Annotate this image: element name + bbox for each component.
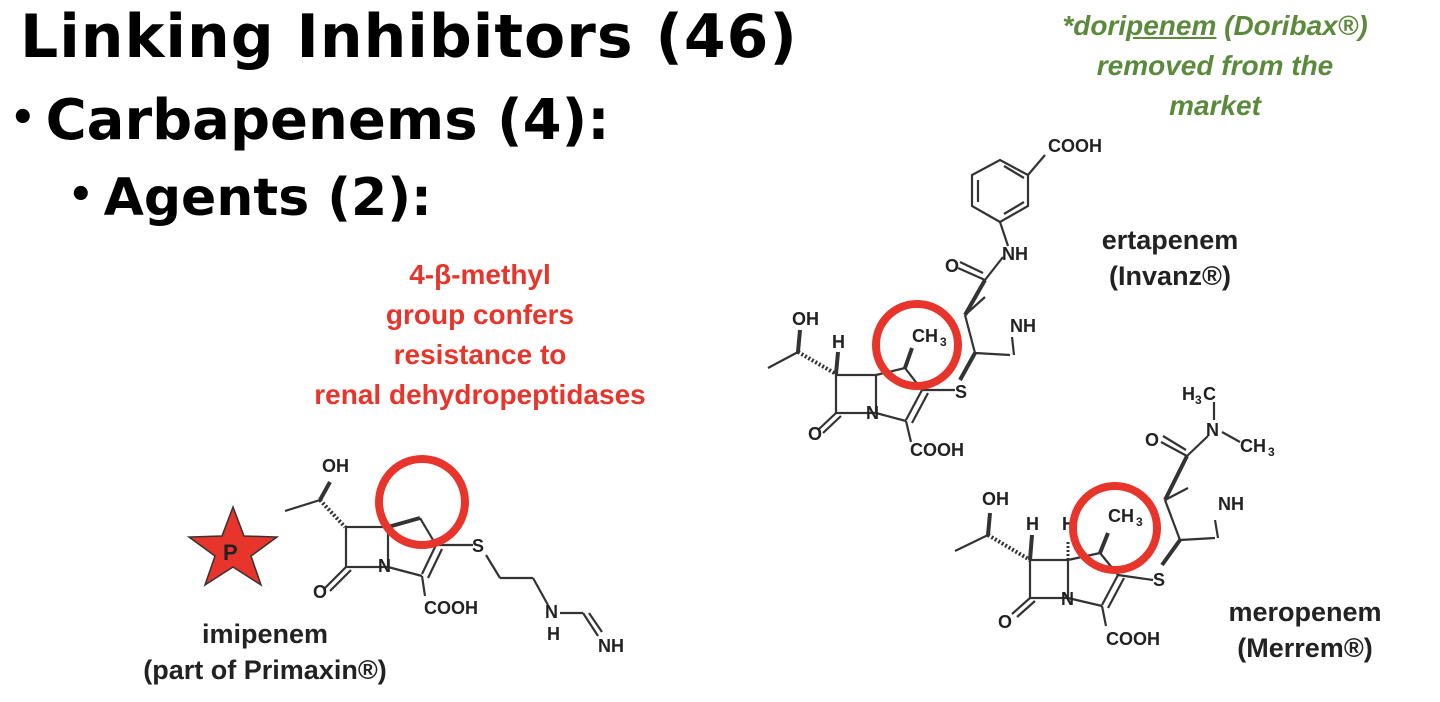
ertapenem-highlight-circle [872, 300, 962, 390]
svg-text:3: 3 [1195, 393, 1202, 407]
svg-text:O: O [808, 424, 822, 444]
svg-text:CH: CH [1108, 506, 1134, 526]
svg-text:CH: CH [912, 326, 938, 346]
svg-text:O: O [1145, 430, 1159, 450]
svg-text:S: S [472, 536, 484, 556]
svg-text:S: S [955, 382, 967, 402]
svg-text:S: S [1153, 570, 1165, 590]
svg-text:H: H [1182, 384, 1195, 404]
svg-text:COOH: COOH [910, 440, 964, 460]
imipenem-highlight-circle [375, 455, 469, 549]
svg-text:OH: OH [322, 456, 349, 476]
svg-text:3: 3 [1136, 515, 1143, 529]
svg-text:C: C [1203, 384, 1216, 404]
bullet-agents: •Agents (2): [68, 168, 432, 228]
atom-labels: OH O N S COOH N H NH OH H O N S COOH NH … [313, 136, 1275, 656]
svg-text:CH: CH [1240, 436, 1266, 456]
meropenem-highlight-circle [1069, 482, 1161, 574]
svg-text:N: N [1061, 589, 1074, 609]
svg-text:O: O [313, 582, 327, 602]
imipenem-structure [284, 481, 603, 637]
svg-text:NH: NH [1218, 494, 1244, 514]
svg-text:NH: NH [598, 636, 624, 656]
bullet-dot-icon: • [10, 94, 36, 141]
red-star-icon: P [186, 504, 280, 587]
svg-text:COOH: COOH [1048, 136, 1102, 156]
bullet-dot-icon: • [68, 172, 94, 218]
ertapenem-label: ertapenem (Invanz®) [1101, 225, 1239, 291]
svg-text:H: H [832, 332, 845, 352]
star-badge-letter: P [223, 540, 238, 565]
svg-text:NH: NH [1010, 316, 1036, 336]
svg-text:N: N [545, 602, 558, 622]
bullet-carbapenems: •Carbapenems (4): [10, 88, 610, 153]
imipenem-label: imipenem (part of Primaxin®) [143, 619, 387, 685]
svg-text:COOH: COOH [1106, 629, 1160, 649]
svg-text:N: N [378, 556, 391, 576]
svg-text:O: O [998, 612, 1012, 632]
svg-text:NH: NH [1002, 244, 1028, 264]
meropenem-structure [954, 402, 1241, 627]
ertapenem-structure [767, 154, 1046, 443]
svg-text:OH: OH [792, 309, 819, 329]
slide-title: Linking Inhibitors (46) [20, 2, 798, 72]
svg-text:N: N [1206, 420, 1219, 440]
svg-text:O: O [945, 256, 959, 276]
svg-text:N: N [866, 403, 879, 423]
meropenem-label: meropenem (Merrem®) [1228, 597, 1382, 663]
svg-text:3: 3 [1268, 445, 1275, 459]
svg-text:3: 3 [940, 335, 947, 349]
methyl-annotation: 4-β-methyl group confers resistance to r… [314, 259, 646, 410]
svg-text:H: H [547, 624, 560, 644]
svg-text:COOH: COOH [424, 598, 478, 618]
svg-text:OH: OH [982, 489, 1009, 509]
svg-text:H: H [1026, 514, 1039, 534]
doripenem-note: *doripenem (Doribax®) removed from the m… [1062, 10, 1368, 121]
